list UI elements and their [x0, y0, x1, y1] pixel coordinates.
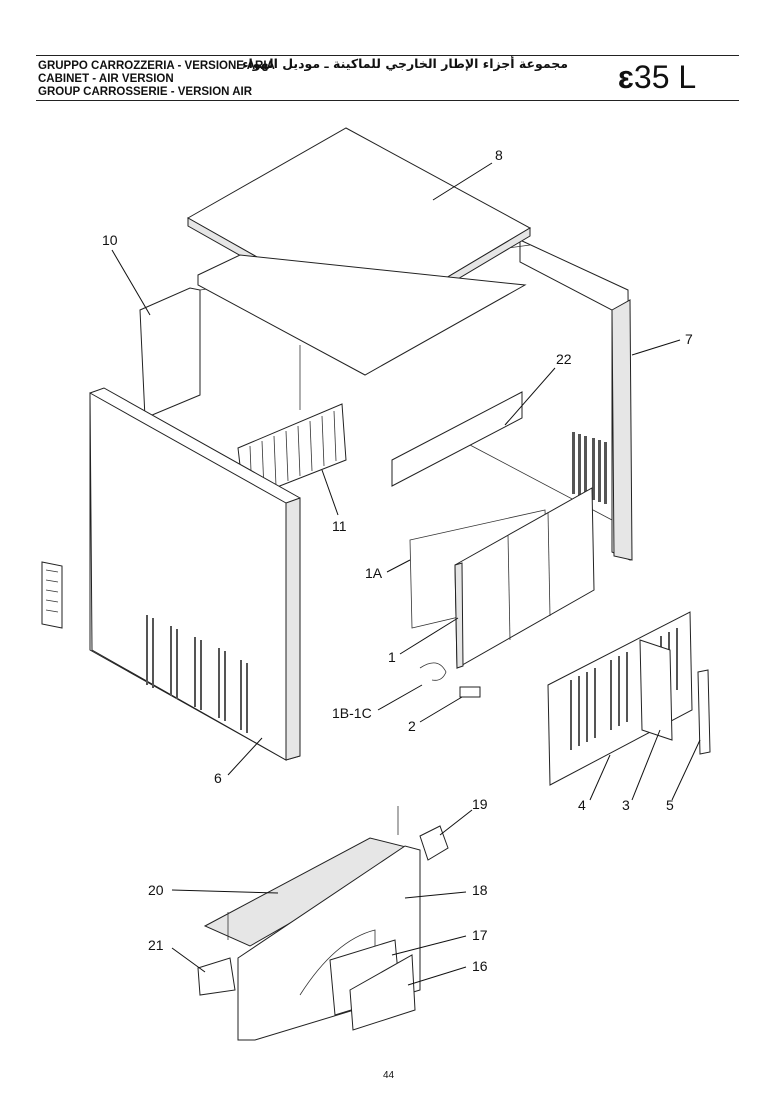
- bin-assembly: [197, 806, 449, 1041]
- front-grille-part-4: [547, 611, 711, 786]
- hinge-parts: [419, 662, 481, 698]
- header-top-rule: [36, 55, 739, 56]
- callout-21: 21: [148, 937, 164, 953]
- callout-6: 6: [214, 770, 222, 786]
- side-panel-part-6: [89, 387, 301, 761]
- model-name: 35 L: [633, 59, 697, 95]
- title-italian: GRUPPO CARROZZERIA - VERSIONE ARIA: [38, 60, 275, 72]
- callout-18: 18: [472, 882, 488, 898]
- title-french: GROUP CARROSSERIE - VERSION AIR: [38, 86, 253, 98]
- page-number: 44: [382, 1070, 395, 1081]
- callout-2: 2: [408, 718, 416, 734]
- model-label: ɛ35 L: [618, 58, 696, 96]
- title-english: CABINET - AIR VERSION: [38, 73, 174, 85]
- title-arabic: مجموعة أجزاء الإطار الخارجي للماكينة ـ م…: [242, 56, 568, 71]
- bracket-part-22: [391, 391, 523, 487]
- small-vent-left: [41, 561, 63, 629]
- callout-16: 16: [472, 958, 488, 974]
- callout-11: 11: [332, 518, 347, 534]
- brand-logo: ɛ: [618, 59, 634, 95]
- rear-frame: [139, 239, 633, 561]
- callout-22: 22: [556, 351, 572, 367]
- callout-7: 7: [685, 331, 693, 347]
- callout-1: 1: [388, 649, 396, 665]
- callout-1b-1c: 1B-1C: [332, 705, 372, 721]
- callout-20: 20: [148, 882, 164, 898]
- top-cover-part-8: [186, 127, 532, 376]
- callout-10: 10: [102, 232, 118, 248]
- header-titles: GRUPPO CARROZZERIA - VERSIONE ARIA CABIN…: [38, 60, 275, 99]
- callout-labels: 8 10 7 22 11 1A 1 1B-1C 2 6 4 3 5 19 20 …: [102, 147, 693, 974]
- leader-lines: [111, 162, 701, 986]
- callout-8: 8: [495, 147, 503, 163]
- callout-5: 5: [666, 797, 674, 813]
- header-bottom-rule: [36, 100, 739, 101]
- callout-3: 3: [622, 797, 630, 813]
- door-part-1: [409, 487, 595, 669]
- callout-4: 4: [578, 797, 586, 813]
- callout-17: 17: [472, 927, 488, 943]
- callout-19: 19: [472, 796, 488, 812]
- callout-1a: 1A: [365, 565, 383, 581]
